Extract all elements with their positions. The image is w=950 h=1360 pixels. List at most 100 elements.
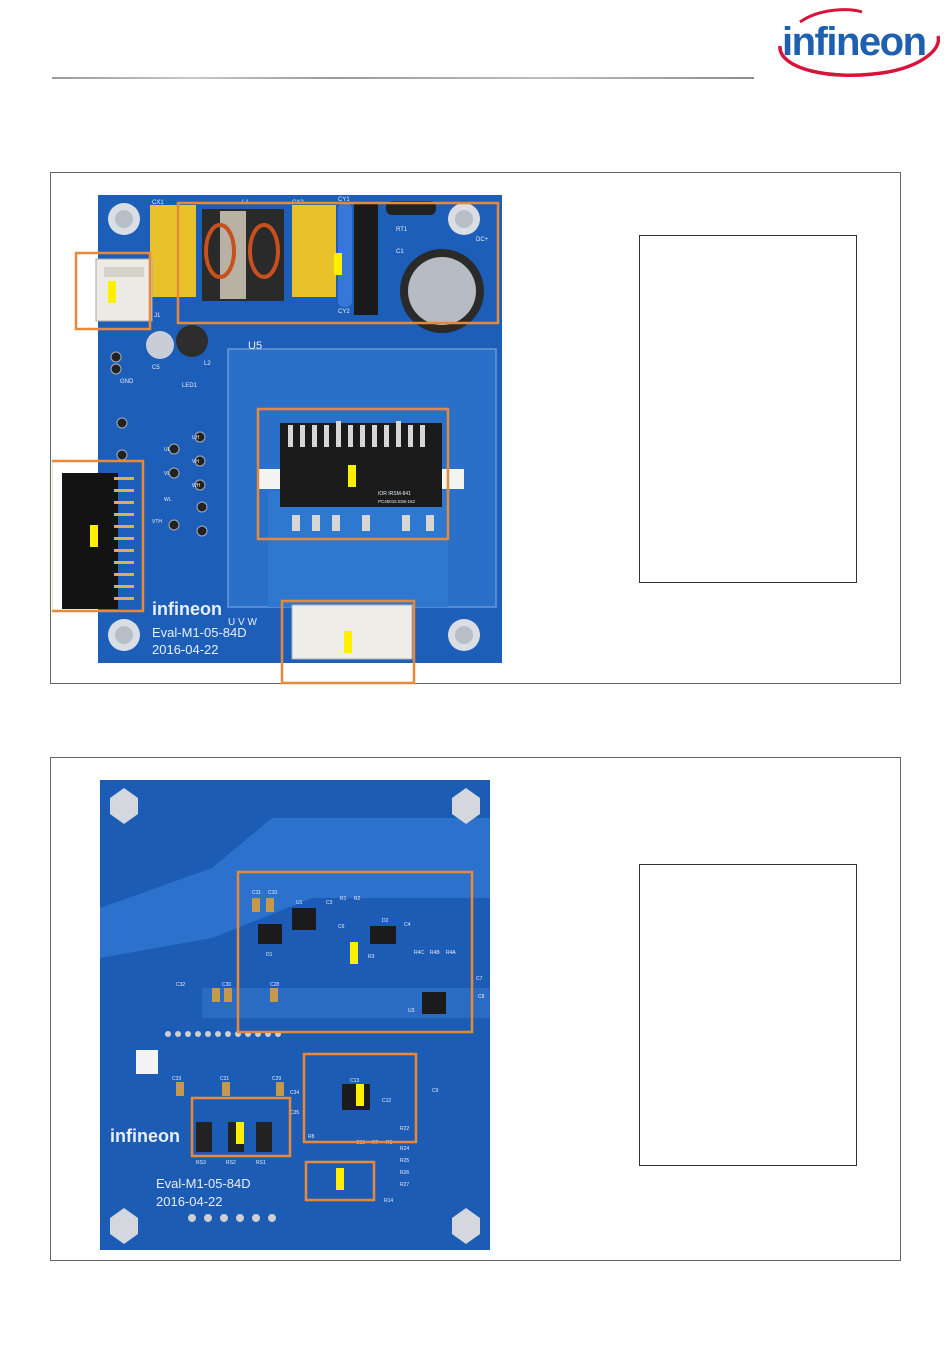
tag-motor-connector bbox=[344, 631, 352, 653]
header-pins bbox=[114, 477, 134, 600]
silk-led1: LED1 bbox=[182, 383, 198, 389]
silk-d2: D2 bbox=[382, 918, 389, 924]
silk-c28: C28 bbox=[270, 982, 279, 988]
callout-bottom-shunts bbox=[190, 1096, 292, 1158]
tag-ipm bbox=[348, 465, 356, 487]
capacitor-cy bbox=[338, 203, 352, 307]
silk-r4c: R4C bbox=[414, 950, 424, 956]
silk-rs3: RS3 bbox=[196, 1160, 206, 1166]
tag-emi bbox=[334, 253, 342, 275]
silk-vl: VL bbox=[164, 471, 170, 477]
inductor-l2 bbox=[176, 325, 208, 357]
silk-r3: R3 bbox=[368, 954, 375, 960]
silk-c3: C3 bbox=[326, 900, 333, 906]
choke-winding bbox=[204, 223, 280, 279]
tag-header bbox=[90, 525, 98, 547]
tag-ac-input bbox=[108, 281, 116, 303]
silk-j1: J1 bbox=[154, 313, 161, 319]
capacitor-cx1 bbox=[150, 205, 196, 297]
silk-r1: R1 bbox=[340, 896, 347, 902]
silk-ul: UL bbox=[164, 447, 171, 453]
silk-u1: U1 bbox=[296, 900, 303, 906]
ipm-marking-2: PC45015 E06-162 bbox=[378, 499, 416, 504]
silk-r25: R25 bbox=[400, 1158, 409, 1164]
ipm-pins bbox=[288, 421, 434, 531]
silk-r14: R14 bbox=[384, 1198, 393, 1204]
silk-cy1: CY1 bbox=[338, 197, 350, 203]
pcb-bottom-pour bbox=[100, 818, 490, 958]
silk-l2: L2 bbox=[204, 361, 211, 367]
silk-uh: UH bbox=[192, 435, 200, 441]
board-name-bottom: Eval-M1-05-84D bbox=[156, 1176, 251, 1191]
infineon-logo: infineon bbox=[770, 6, 941, 80]
header-rule bbox=[52, 77, 754, 79]
silk-cx1: CX1 bbox=[152, 200, 164, 206]
silk-uvw: U V W bbox=[228, 617, 257, 628]
silk-r24: R24 bbox=[400, 1146, 409, 1152]
silk-c31: C31 bbox=[220, 1076, 229, 1082]
logo-wordmark: infineon bbox=[782, 20, 927, 64]
tag-bottom-filter bbox=[336, 1168, 344, 1190]
callout-bottom-power-supply bbox=[236, 870, 474, 1034]
bottom-hex-standoffs bbox=[110, 788, 480, 1244]
board-date-top: 2016-04-22 bbox=[152, 642, 219, 657]
pcb-bottom-photo: C11 C10 U1 C3 R1 R2 D1 D2 C4 C6 R3 R4C R… bbox=[100, 780, 490, 1250]
silk-c32: C32 bbox=[176, 982, 185, 988]
silk-r4b: R4B bbox=[430, 950, 440, 956]
tag-bottom-power-supply bbox=[350, 942, 358, 964]
tag-bottom-opamp bbox=[356, 1084, 364, 1106]
legend-box-bottom bbox=[639, 864, 857, 1166]
callout-header bbox=[52, 459, 145, 613]
silk-r22: R22 bbox=[400, 1126, 409, 1132]
shunt-resistors bbox=[196, 1122, 272, 1152]
silk-wh: WH bbox=[192, 483, 201, 489]
silk-gnd: GND bbox=[120, 379, 134, 385]
capacitor-c5 bbox=[146, 331, 174, 359]
silk-r27: R27 bbox=[400, 1182, 409, 1188]
silk-c29: C29 bbox=[272, 1076, 281, 1082]
smd-capacitors bbox=[176, 898, 284, 1096]
board-name-top: Eval-M1-05-84D bbox=[152, 625, 247, 640]
callout-bottom-filter bbox=[304, 1160, 376, 1202]
silk-c9: C9 bbox=[432, 1088, 439, 1094]
silk-c6: C6 bbox=[338, 924, 345, 930]
silk-c8: C8 bbox=[478, 994, 485, 1000]
board-logo-top: infineon bbox=[152, 599, 222, 619]
through-hole-pads bbox=[165, 1031, 281, 1222]
mounting-holes bbox=[108, 203, 480, 651]
silk-c4: C4 bbox=[404, 922, 411, 928]
silk-c35: C35 bbox=[290, 1110, 299, 1116]
silk-rs2: RS2 bbox=[226, 1160, 236, 1166]
board-date-bottom: 2016-04-22 bbox=[156, 1194, 223, 1209]
silk-r2: R2 bbox=[354, 896, 361, 902]
silk-c33: C33 bbox=[172, 1076, 181, 1082]
callout-ipm bbox=[256, 407, 450, 541]
silk-dc: DC+ bbox=[476, 237, 489, 243]
pcb-top-traces bbox=[268, 491, 448, 607]
callout-motor-connector bbox=[280, 599, 416, 685]
silk-cy2: CY2 bbox=[338, 309, 350, 315]
thermistor-rt1 bbox=[386, 201, 436, 215]
tag-bottom-shunts bbox=[236, 1122, 244, 1144]
ipm-marking-1: IOR IRSM-841 bbox=[378, 491, 411, 497]
silk-c30: C30 bbox=[222, 982, 231, 988]
silk-c12: C12 bbox=[382, 1098, 391, 1104]
silk-c5: C5 bbox=[152, 365, 160, 371]
bridge-rectifier bbox=[354, 203, 378, 315]
silk-vth: VTH bbox=[152, 519, 162, 525]
silk-u5: U5 bbox=[248, 340, 262, 352]
silk-wl: WL bbox=[164, 497, 172, 503]
logo-swoosh-icon bbox=[778, 8, 941, 77]
capacitor-cx2 bbox=[292, 205, 336, 297]
silk-c7: C7 bbox=[476, 976, 483, 982]
silk-r4a: R4A bbox=[446, 950, 456, 956]
silk-r26: R26 bbox=[400, 1170, 409, 1176]
silk-c34: C34 bbox=[290, 1090, 299, 1096]
silk-c11: C11 bbox=[252, 890, 261, 896]
silk-c10: C10 bbox=[268, 890, 277, 896]
board-logo-bottom: infineon bbox=[110, 1126, 180, 1146]
silk-rs1: RS1 bbox=[256, 1160, 266, 1166]
silk-d1: D1 bbox=[266, 952, 273, 958]
silk-rt1: RT1 bbox=[396, 227, 408, 233]
callout-emi-filter bbox=[176, 201, 500, 325]
